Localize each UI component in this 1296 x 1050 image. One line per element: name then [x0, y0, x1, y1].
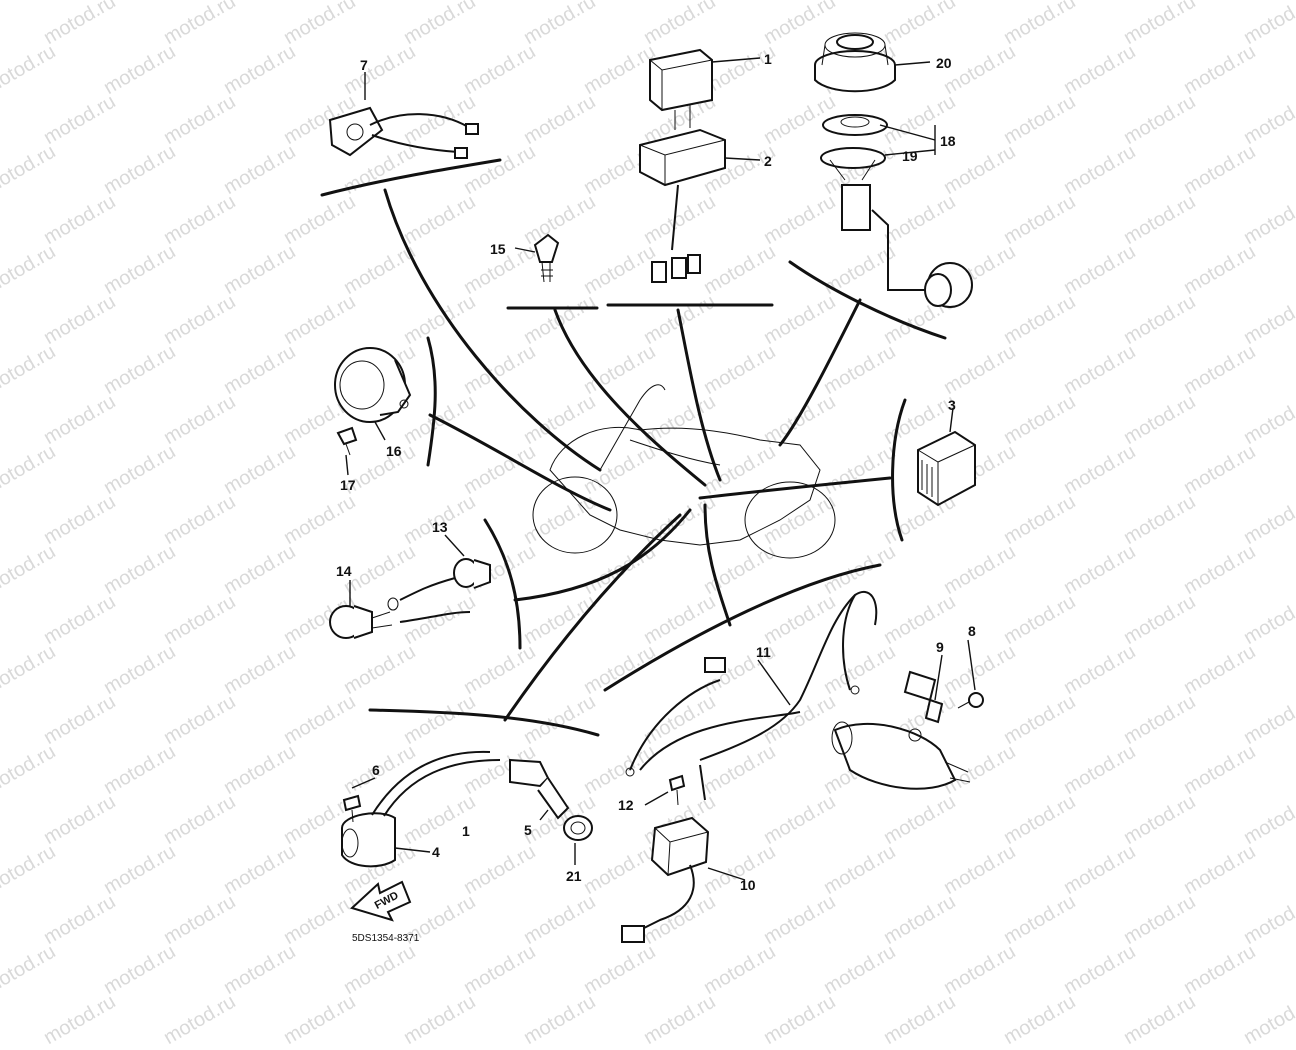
part-8-bolt	[957, 692, 984, 709]
watermark-text: motod.ru	[1240, 990, 1296, 1050]
part-6-coil-screw	[342, 794, 362, 823]
part-18-19-fuel-gauge-sender	[820, 114, 973, 308]
watermark-text: motod.ru	[40, 990, 120, 1050]
part-2-relay-bracket	[639, 128, 726, 283]
callout-7: 7	[360, 57, 368, 73]
callout-15: 15	[490, 241, 506, 257]
callout-10: 10	[740, 877, 756, 893]
callout-13: 13	[432, 519, 448, 535]
callout-12: 12	[618, 797, 634, 813]
watermark-text: motod.ru	[520, 990, 600, 1050]
callout-2: 2	[764, 153, 772, 169]
callout-8: 8	[968, 623, 976, 639]
watermark-text: motod.ru	[760, 990, 840, 1050]
part-10-starter-relay	[621, 816, 710, 943]
part-5-spark-plug-cap	[509, 758, 570, 820]
part-11-lead-wires	[625, 590, 937, 801]
part-20-fuel-cap-nut	[814, 32, 896, 93]
part-1-relay	[649, 48, 713, 130]
callout-9: 9	[936, 639, 944, 655]
part-17-horn-bolt	[336, 426, 358, 456]
part-9-terminal	[924, 698, 944, 724]
leader-lines	[320, 158, 947, 737]
watermark-text: motod.ru	[1000, 990, 1080, 1050]
part-3-rectifier-regulator	[917, 430, 976, 507]
part-15-neutral-switch	[533, 233, 560, 283]
callout-3: 3	[948, 397, 956, 413]
callout-16: 16	[386, 443, 402, 459]
callout-numbers: 1 2 3 4 5 6 7 8 9 10 11 12 13 14 15 16 1…	[336, 51, 976, 893]
exploded-electrical-diagram: FWD 1 2 3 4 5 6 7 8 9 10 1	[320, 32, 984, 944]
part-7-connector-lead	[328, 106, 479, 159]
callout-14: 14	[336, 563, 352, 579]
part-4-ignition-coil	[341, 750, 501, 868]
callout-1-secondary: 1	[462, 823, 470, 839]
watermark-text: motod.ru	[160, 990, 240, 1050]
callout-6: 6	[372, 762, 380, 778]
callout-4: 4	[432, 844, 440, 860]
watermark-text: motod.ru	[640, 990, 720, 1050]
part-16-horn	[334, 347, 412, 423]
callout-18: 18	[940, 133, 956, 149]
drawing-code: 5DS1354-8371	[352, 933, 420, 944]
part-13-switch	[399, 558, 491, 601]
part-14-switch	[329, 597, 471, 639]
callout-11: 11	[756, 644, 771, 660]
callout-leaders	[345, 57, 976, 881]
starter-motor	[831, 721, 971, 790]
motorcycle-outline	[532, 384, 836, 559]
forward-arrow: FWD	[350, 880, 412, 922]
part-12-screw	[668, 774, 686, 806]
watermark-text: motod.ru	[400, 990, 480, 1050]
callout-17: 17	[340, 477, 356, 493]
callout-1: 1	[764, 51, 772, 67]
watermark-text: motod.ru	[880, 990, 960, 1050]
callout-21: 21	[566, 868, 582, 884]
watermark-text: motod.ru	[1120, 990, 1200, 1050]
callout-20: 20	[936, 55, 952, 71]
watermark-text: motod.ru	[280, 990, 360, 1050]
callout-19: 19	[902, 148, 918, 164]
callout-5: 5	[524, 822, 532, 838]
part-21-grommet	[563, 815, 593, 841]
